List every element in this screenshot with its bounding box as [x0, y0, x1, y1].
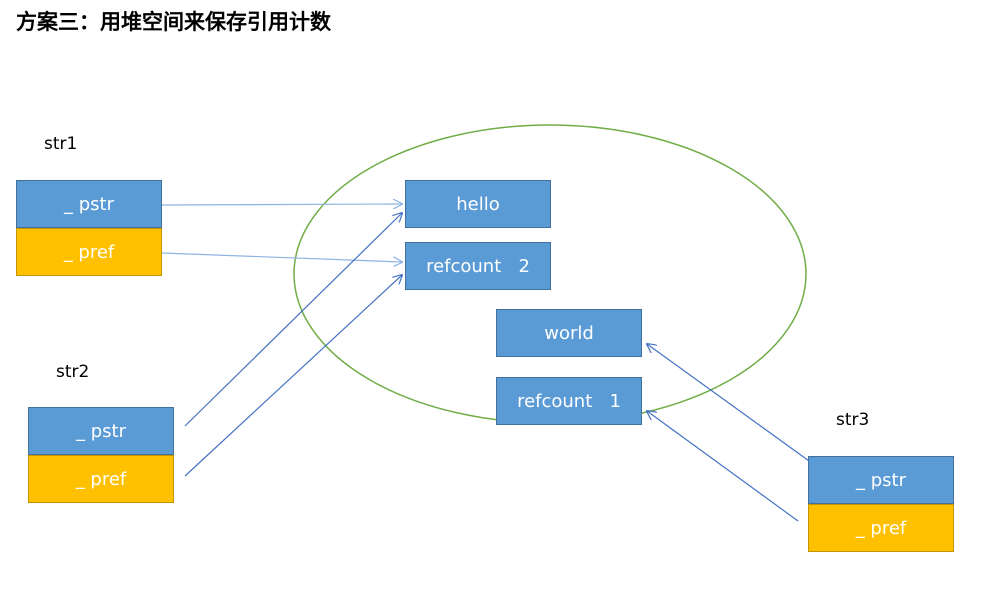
heap-refcount-2-box: refcount 2: [405, 242, 551, 290]
heap-hello-box: hello: [405, 180, 551, 228]
str3-label: str3: [836, 410, 870, 430]
page-title: 方案三：用堆空间来保存引用计数: [16, 10, 331, 34]
str2-label: str2: [56, 362, 90, 382]
str1-pstr-box: _ pstr: [16, 180, 162, 228]
arrow-str2-pstr-to-hello: [184, 213, 402, 427]
str2-pref-box: _ pref: [28, 455, 174, 503]
arrow-str1-pstr-to-hello: [161, 204, 402, 205]
arrow-str2-pref-to-refcount2: [184, 275, 402, 477]
str3-pref-box: _ pref: [808, 504, 954, 552]
heap-world-box: world: [496, 309, 642, 357]
arrow-str3-pref-to-refcount1: [647, 411, 799, 522]
heap-refcount-1-box: refcount 1: [496, 377, 642, 425]
arrow-str3-pstr-to-world: [647, 344, 817, 467]
str1-label: str1: [44, 134, 78, 154]
str1-pref-box: _ pref: [16, 228, 162, 276]
arrow-str1-pref-to-refcount2: [161, 252, 402, 262]
str3-pstr-box: _ pstr: [808, 456, 954, 504]
str2-pstr-box: _ pstr: [28, 407, 174, 455]
